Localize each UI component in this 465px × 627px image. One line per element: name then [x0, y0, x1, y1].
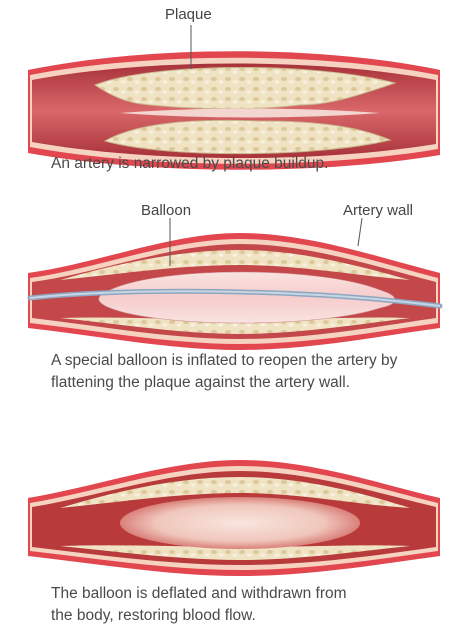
restored-artery-illustration: [0, 448, 465, 578]
balloon-label: Balloon: [141, 202, 191, 219]
caption-panel2: A special balloon is inflated to reopen …: [51, 350, 397, 394]
balloon-inflation-illustration: [0, 218, 465, 358]
plaque-label: Plaque: [165, 6, 212, 23]
artery-wall-label: Artery wall: [343, 202, 413, 219]
caption-panel1: An artery is narrowed by plaque buildup.: [51, 153, 328, 175]
caption-panel3: The balloon is deflated and withdrawn fr…: [51, 583, 347, 627]
open-lumen: [120, 497, 360, 549]
